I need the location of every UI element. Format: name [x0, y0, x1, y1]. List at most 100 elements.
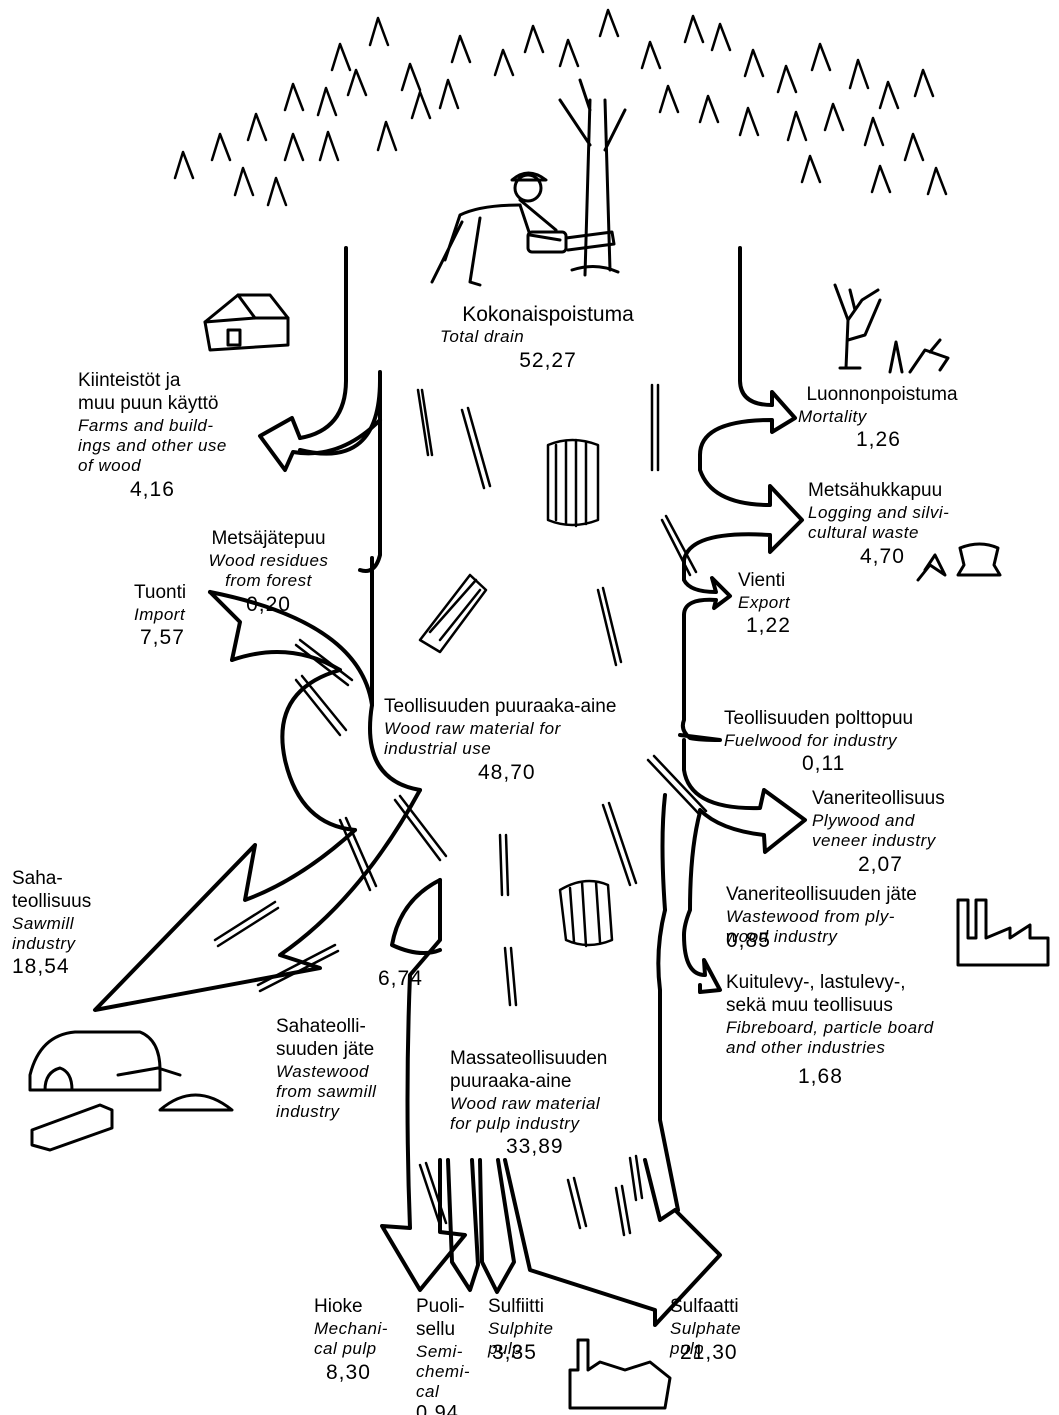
farms-label: Kiinteistöt ja muu puun käyttö Farms and…	[78, 370, 227, 502]
mortality-fi: Luonnonpoistuma	[806, 384, 958, 405]
factory-icon	[568, 898, 1050, 1410]
plywood-waste-en-1: Wastewood from ply-	[726, 906, 895, 926]
fuelwood-value: 0,11	[802, 752, 846, 776]
pulp-material-fi-1: Massateollisuuden	[450, 1048, 608, 1069]
farms-en-3: of wood	[78, 456, 142, 476]
residues-en-2: from forest	[225, 571, 312, 591]
sawmill-waste-fi-1: Sahateolli-	[276, 1016, 366, 1037]
house-icon	[203, 293, 290, 352]
mechanical-value: 8,30	[326, 1360, 371, 1384]
logging-waste-label: Metsähukkapuu Logging and silvi- cultura…	[808, 480, 949, 569]
mechanical-en-2: cal pulp	[314, 1339, 377, 1359]
sawmill-label: Saha- teollisuus Sawmill industry 18,54	[12, 868, 91, 980]
residues-label: Metsäjätepuu Wood residues from forest 0…	[196, 528, 341, 617]
plywood-value: 2,07	[858, 852, 903, 876]
pulp-material-en-2: for pulp industry	[450, 1113, 580, 1133]
sawmill-icon	[28, 1030, 234, 1152]
logging-waste-en-2: cultural waste	[808, 523, 919, 543]
fibreboard-en-2: and other industries	[726, 1037, 886, 1057]
logging-waste-fi: Metsähukkapuu	[808, 480, 943, 501]
sulphate-en-2: pulp	[670, 1339, 705, 1359]
sulphate-fi: Sulfaatti	[670, 1296, 739, 1317]
plywood-en-1: Plywood and	[812, 810, 915, 830]
pulp-material-fi-2: puuraaka-aine	[450, 1070, 572, 1092]
semichemical-en-3: cal	[416, 1382, 440, 1402]
farms-en-2: ings and other use	[78, 435, 227, 455]
residues-value: 0,20	[246, 592, 291, 616]
sawmill-waste-value-label: 6,74	[378, 966, 423, 991]
sulphite-value: 3,35	[492, 1340, 537, 1364]
fuelwood-fi: Teollisuuden polttopuu	[724, 708, 914, 729]
plywood-waste-fi: Vaneriteollisuuden jäte	[726, 884, 917, 905]
sawmill-waste-en-1: Wastewood	[276, 1061, 370, 1081]
export-value: 1,22	[746, 614, 791, 638]
semichemical-fi-1: Puoli-	[416, 1296, 465, 1317]
sawmill-fi-1: Saha-	[12, 868, 63, 889]
mechanical-en-1: Mechani-	[314, 1318, 388, 1338]
farms-value: 4,16	[130, 477, 175, 501]
sawmill-waste-value: 6,74	[378, 967, 423, 990]
plywood-label: Vaneriteollisuus Plywood and veneer indu…	[812, 788, 945, 877]
logging-waste-value: 4,70	[860, 544, 905, 568]
sawmill-fi-2: teollisuus	[12, 890, 92, 912]
total-drain-label: Kokonaispoistuma Total drain 52,27	[432, 302, 664, 373]
mechanical-pulp-label: Hioke Mechani- cal pulp 8,30	[314, 1296, 388, 1385]
plywood-waste-value: 0,85	[726, 928, 771, 952]
fibreboard-value: 1,68	[798, 1065, 843, 1089]
pulp-material-label: Massateollisuuden puuraaka-aine Wood raw…	[450, 1048, 607, 1160]
import-label: Tuonti Import 7,57	[134, 582, 186, 650]
semichemical-en-2: chemi-	[416, 1361, 471, 1381]
total-en: Total drain	[440, 327, 525, 347]
farms-en-1: Farms and build-	[78, 415, 214, 435]
mortality-label: Luonnonpoistuma Mortality 1,26	[798, 384, 966, 452]
log-bundle-icon	[418, 438, 614, 948]
pulp-material-value: 33,89	[506, 1135, 564, 1159]
fibreboard-fi-2: sekä muu teollisuus	[726, 994, 893, 1016]
mechanical-fi: Hioke	[314, 1296, 363, 1317]
plywood-waste-en-2: wood industry	[726, 927, 838, 947]
raw-material-en-2: industrial use	[384, 739, 492, 759]
sulphite-pulp-label: Sulfiitti Sulphite pulp 3,35	[488, 1296, 553, 1365]
import-fi: Tuonti	[134, 582, 187, 603]
plywood-fi: Vaneriteollisuus	[812, 788, 945, 809]
total-value: 52,27	[519, 348, 577, 372]
sulphate-value: 21,30	[680, 1340, 738, 1364]
sawmill-en-2: industry	[12, 933, 76, 953]
sawmill-waste-en-3: industry	[276, 1102, 340, 1122]
mortality-en: Mortality	[798, 406, 867, 426]
sulphate-pulp-label: Sulfaatti Sulphate pulp 21,30	[670, 1296, 741, 1365]
export-fi: Vienti	[738, 570, 786, 591]
pulp-material-en-1: Wood raw material	[450, 1093, 601, 1113]
export-en: Export	[738, 592, 791, 612]
fibreboard-label: Kuitulevy-, lastulevy-, sekä muu teollis…	[726, 972, 934, 1090]
forest-trees-icon	[173, 8, 948, 207]
export-label: Vienti Export 1,22	[738, 570, 791, 638]
sawmill-waste-label: Sahateolli- suuden jäte Wastewood from s…	[276, 1016, 376, 1123]
stump-icon	[916, 542, 1002, 582]
fuelwood-label: Teollisuuden polttopuu Fuelwood for indu…	[724, 708, 913, 776]
sawmill-waste-en-2: from sawmill	[276, 1081, 377, 1101]
sulphite-fi: Sulfiitti	[488, 1296, 544, 1317]
import-value: 7,57	[140, 626, 185, 650]
fuelwood-en: Fuelwood for industry	[724, 730, 898, 750]
semichemical-en-1: Semi-	[416, 1341, 463, 1361]
sulphite-en-1: Sulphite	[488, 1318, 554, 1338]
loose-logs-icon	[213, 383, 708, 1237]
farms-fi-1: Kiinteistöt ja	[78, 370, 181, 391]
sulphate-en-1: Sulphate	[670, 1318, 742, 1338]
semichemical-fi-2: sellu	[416, 1318, 456, 1340]
plywood-en-2: veneer industry	[812, 831, 936, 851]
fibreboard-fi-1: Kuitulevy-, lastulevy-,	[726, 972, 906, 993]
total-fi: Kokonaispoistuma	[462, 303, 634, 326]
farms-fi-2: muu puun käyttö	[78, 392, 219, 414]
import-en: Import	[134, 604, 186, 624]
fibreboard-en-1: Fibreboard, particle board	[726, 1017, 934, 1037]
lumberjack-icon	[430, 78, 627, 287]
raw-material-en-1: Wood raw material for	[384, 718, 561, 738]
raw-material-fi: Teollisuuden puuraaka-aine	[384, 696, 617, 717]
sawmill-waste-fi-2: suuden jäte	[276, 1038, 375, 1060]
sulphite-en-2: pulp	[488, 1339, 523, 1359]
residues-en-1: Wood residues	[208, 550, 329, 570]
